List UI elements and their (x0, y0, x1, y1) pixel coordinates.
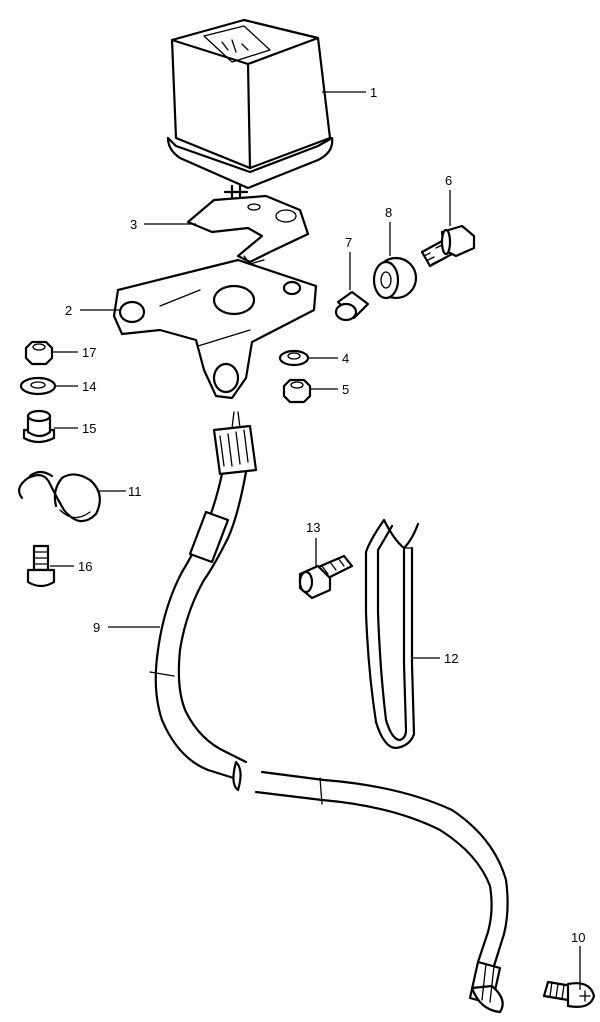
callout-1: 1 (370, 85, 377, 100)
part-1-box-unit[interactable] (166, 18, 334, 202)
part-10-screw[interactable] (542, 980, 596, 1008)
part-17-nut[interactable] (24, 340, 54, 366)
part-3-plate[interactable] (186, 194, 310, 265)
part-12-band[interactable] (364, 518, 420, 750)
callout-13: 13 (306, 520, 320, 535)
callout-11: 11 (128, 484, 142, 499)
callout-7: 7 (345, 235, 352, 250)
callout-6: 6 (445, 173, 452, 188)
callout-16: 16 (78, 559, 92, 574)
part-2-bracket[interactable] (112, 258, 318, 400)
callout-5: 5 (342, 382, 349, 397)
callout-15: 15 (82, 421, 96, 436)
callout-12: 12 (444, 651, 458, 666)
callout-9: 9 (93, 620, 100, 635)
part-14-washer[interactable] (19, 376, 57, 396)
part-9-cable[interactable] (149, 411, 509, 1014)
callout-3: 3 (130, 217, 137, 232)
callout-17: 17 (82, 345, 96, 360)
callout-8: 8 (385, 205, 392, 220)
callout-labels: 1 2 3 4 5 6 7 8 9 10 11 12 13 14 15 16 1… (65, 85, 585, 945)
part-8-grommet[interactable] (372, 256, 418, 300)
callout-2: 2 (65, 303, 72, 318)
part-11-clip[interactable] (18, 470, 101, 523)
part-7-spacer[interactable] (334, 290, 370, 322)
callout-4: 4 (342, 351, 349, 366)
part-16-screw[interactable] (26, 544, 56, 588)
part-5-nut[interactable] (282, 378, 312, 404)
part-15-collar[interactable] (22, 409, 56, 444)
callout-10: 10 (571, 930, 585, 945)
leader-lines (50, 91, 581, 990)
part-4-washer[interactable] (278, 349, 310, 367)
callout-14: 14 (82, 379, 96, 394)
part-6-bolt[interactable] (420, 224, 476, 268)
part-13-bolt[interactable] (298, 554, 354, 600)
